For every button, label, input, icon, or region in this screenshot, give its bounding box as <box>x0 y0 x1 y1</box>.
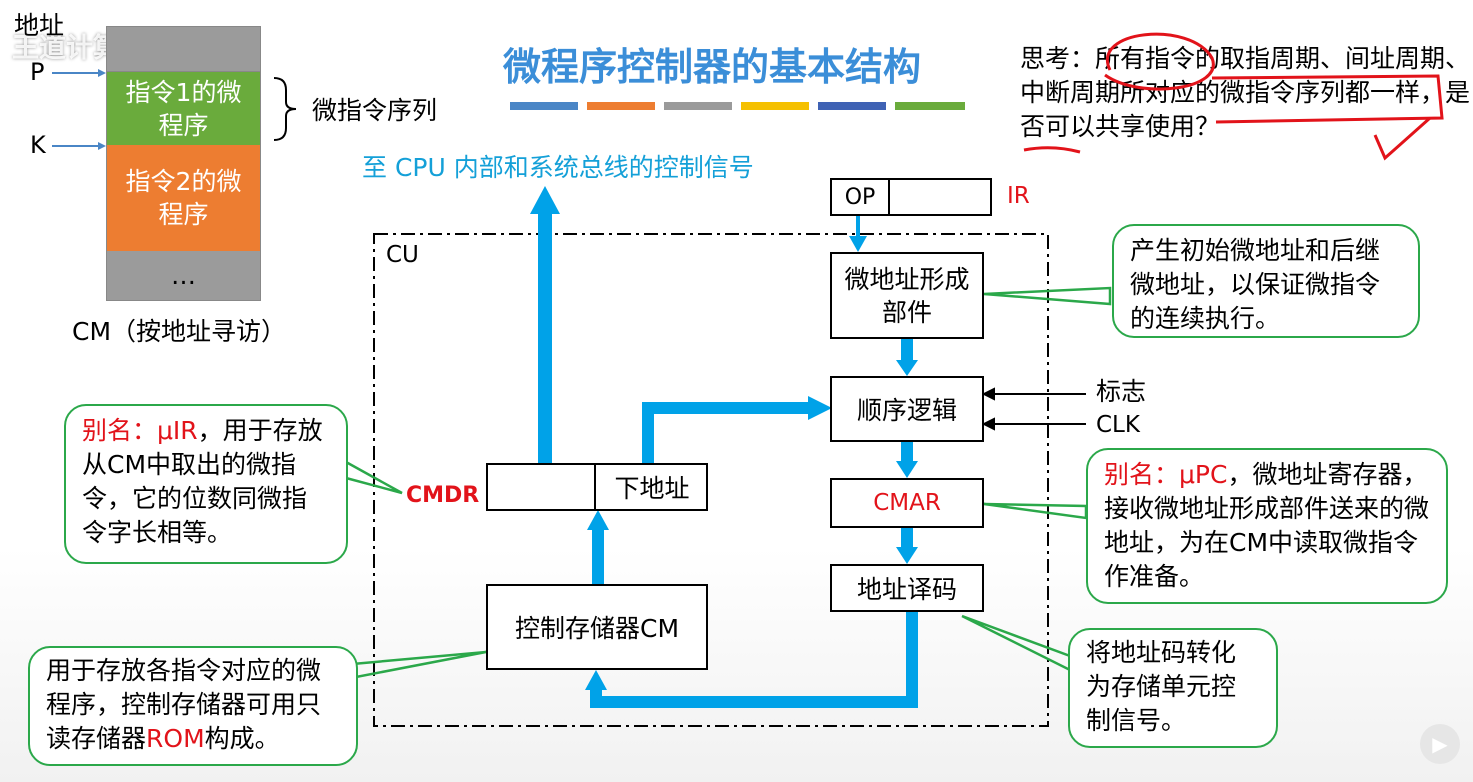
address-decoder: 地址译码 <box>830 564 984 612</box>
think-question: 思考：所有指令的取指周期、间址周期、中断周期所对应的微指令序列都一样，是否可以共… <box>1020 42 1472 144</box>
cm-cell-instr1: 指令1的微程序 <box>106 72 261 145</box>
cm-description: 用于存放各指令对应的微程序，控制存储器可用只读存储器 <box>46 656 322 753</box>
next-address-field: 下地址 <box>594 465 708 509</box>
cm-address-label: 地址 <box>14 11 65 40</box>
cmdr-description: ，用于存放从CM中取出的微指令，它的位数同微指令字长相等。 <box>82 416 323 547</box>
title-bar-segment <box>818 102 886 110</box>
page-title: 微程序控制器的基本结构 <box>503 45 922 89</box>
think-text: 所有指令的取指周期、间址周期、中断周期所对应的微指令序列都一样，是否可以共享使用… <box>1020 44 1471 141</box>
title-bar-segment <box>895 102 965 110</box>
callout-decode: 将地址码转化为存储单元控制信号。 <box>1068 628 1278 748</box>
arrow-loop-up <box>590 686 602 708</box>
arrow-loop-bottom <box>590 696 918 708</box>
handwritten-box <box>1211 74 1444 124</box>
title-bar-segment <box>741 102 809 110</box>
callout-control-memory: 用于存放各指令对应的微程序，控制存储器可用只读存储器ROM构成。 <box>28 646 358 766</box>
clk-input-label: CLK <box>1096 412 1140 438</box>
handwritten-underline <box>1023 146 1081 154</box>
cmar-description: ，微地址寄存器，接收微地址形成部件送来的微地址，为在CM中读取微指令作准备。 <box>1104 460 1430 591</box>
cm-pointer-k: K <box>30 131 46 159</box>
pointer-decode <box>961 614 1072 673</box>
callout-cmar: 别名：μPC，微地址寄存器，接收微地址形成部件送来的微地址，为在CM中读取微指令… <box>1086 448 1448 604</box>
cmdr-label: CMDR <box>406 483 480 508</box>
brace-icon <box>273 77 297 141</box>
callout-micro-address: 产生初始微地址和后继微地址，以保证微指令的连续执行。 <box>1112 224 1420 338</box>
arrow-next-up <box>642 402 654 464</box>
cmar-register: CMAR <box>830 478 984 528</box>
control-signals-label: 至 CPU 内部和系统总线的控制信号 <box>362 153 754 182</box>
arrow-cmar-to-decode <box>901 528 913 550</box>
ir-op-field: OP <box>832 180 890 214</box>
title-bar-segment <box>510 102 578 110</box>
cm-pointer-p: P <box>30 58 45 86</box>
arrow-seq-to-cmar <box>901 442 913 464</box>
cu-boundary <box>373 233 1049 727</box>
arrow-next-right <box>642 402 812 414</box>
cm-cell-instr2: 指令2的微程序 <box>106 145 261 251</box>
cm-cell-top <box>106 26 261 72</box>
callout-cmdr: 别名：μIR，用于存放从CM中取出的微指令，它的位数同微指令字长相等。 <box>64 404 348 564</box>
pointer-cmdr <box>345 460 403 495</box>
ir-register: OP <box>830 178 992 216</box>
cm-caption: CM（按地址寻访） <box>72 317 287 346</box>
arrow-cmdr-up <box>538 210 552 463</box>
control-memory-cm: 控制存储器CM <box>486 584 708 670</box>
cu-label: CU <box>386 242 419 268</box>
cmar-alias: 别名：μPC <box>1104 460 1228 489</box>
arrow-gen-to-seq <box>901 339 913 363</box>
ir-label: IR <box>1007 183 1030 209</box>
brace-label: 微指令序列 <box>312 96 438 125</box>
title-color-bar <box>510 102 965 110</box>
title-bar-segment <box>587 102 655 110</box>
arrow-decode-down <box>906 612 918 708</box>
cm-pointer-arrows <box>52 69 106 150</box>
pointer-cmar <box>983 502 1088 520</box>
handwritten-check <box>1373 116 1431 161</box>
handwritten-circle <box>1104 32 1215 91</box>
cmdr-register: 下地址 <box>486 463 708 511</box>
arrow-ir-to-gen <box>856 216 860 240</box>
handwritten-marks <box>1023 32 1444 161</box>
think-prefix: 思考： <box>1020 44 1096 73</box>
arrow-cm-to-next <box>592 526 604 586</box>
cm-cell-more: … <box>106 251 261 301</box>
flag-input-label: 标志 <box>1096 377 1147 406</box>
play-button[interactable]: ▶ <box>1420 724 1460 764</box>
cm-rom: ROM <box>146 724 205 753</box>
cm-description-end: 构成。 <box>204 724 280 753</box>
pointer-gen <box>983 286 1112 306</box>
cmdr-alias: 别名：μIR <box>82 416 198 445</box>
micro-address-generator: 微地址形成部件 <box>830 252 984 339</box>
title-bar-segment <box>664 102 732 110</box>
sequence-logic: 顺序逻辑 <box>830 376 984 442</box>
